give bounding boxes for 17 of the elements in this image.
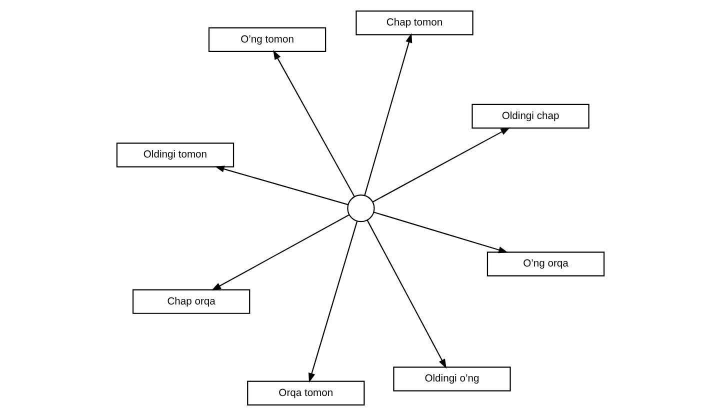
- node-circle: [347, 194, 375, 222]
- node-box: Chap orqa: [132, 289, 250, 314]
- node-box: Orqa tomon: [247, 380, 365, 406]
- node-box: Oldingi tomon: [116, 142, 234, 168]
- node-box: Oldingi o’ng: [393, 366, 511, 392]
- node-box: Chap tomon: [356, 10, 474, 36]
- node-box: O’ng orqa: [486, 252, 605, 276]
- arrow: [308, 221, 358, 383]
- arrow: [374, 212, 508, 254]
- node-box: Oldingi chap: [472, 104, 590, 129]
- arrow: [214, 166, 348, 206]
- arrow: [211, 214, 350, 291]
- arrow: [364, 33, 412, 196]
- arrow: [273, 50, 355, 197]
- arrow: [372, 127, 510, 202]
- node-box: O’ng tomon: [208, 27, 326, 52]
- arrow: [366, 220, 446, 369]
